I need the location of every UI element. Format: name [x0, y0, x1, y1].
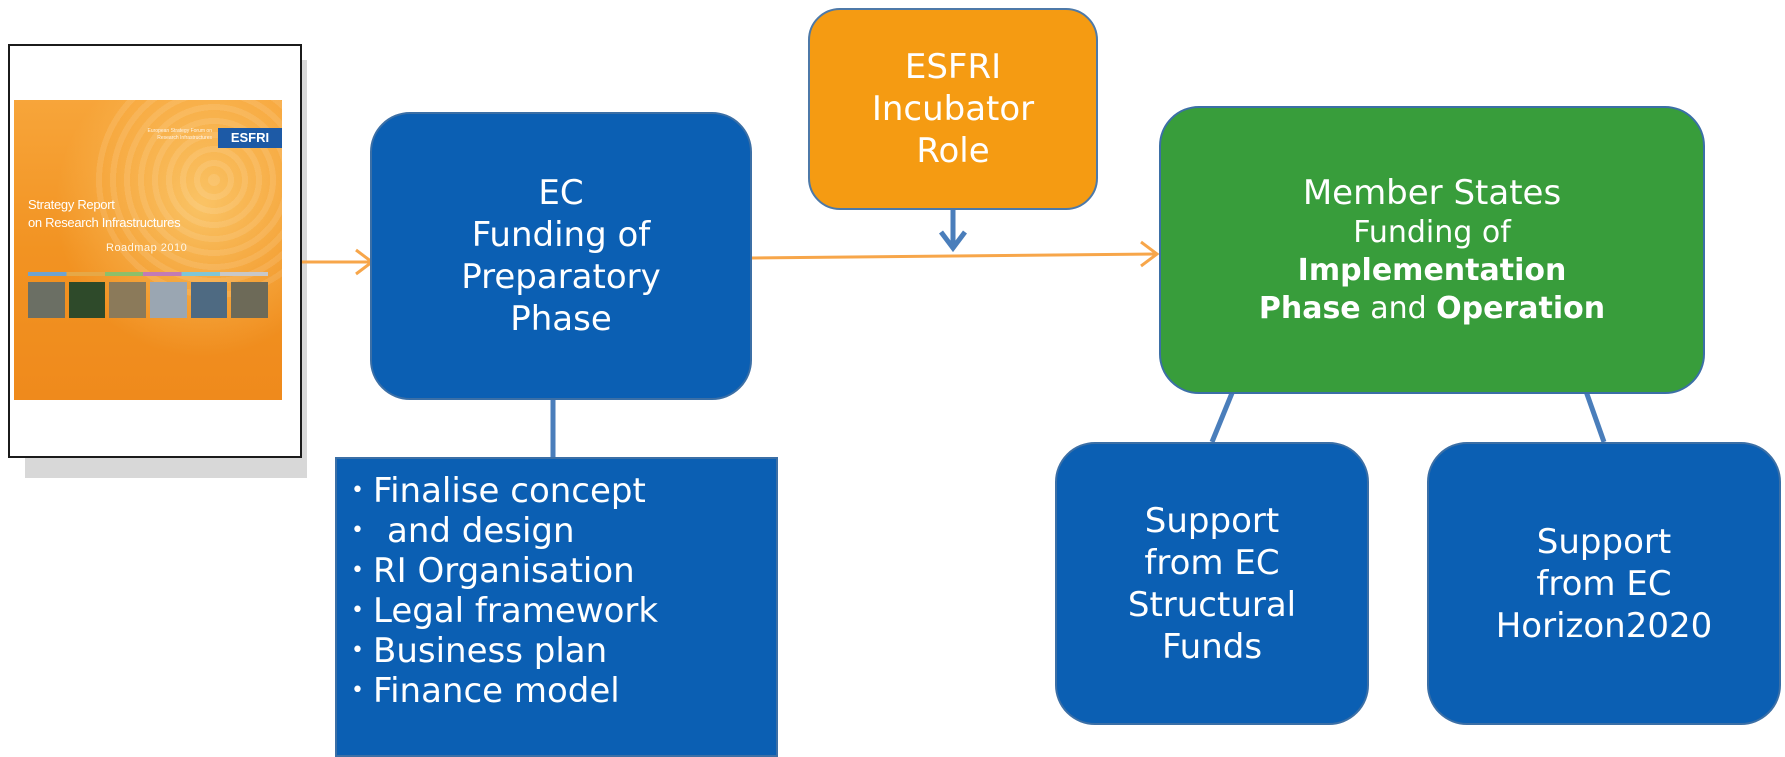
task-item: Legal framework — [351, 591, 776, 631]
cover-title-line2: on Research Infrastructures — [28, 215, 181, 230]
report-cover-art: European Strategy Forum on Research Infr… — [14, 100, 282, 400]
cover-title: Strategy Report on Research Infrastructu… — [28, 196, 181, 232]
ec-line2: Funding of — [471, 215, 651, 255]
horizon2020-box: Support from EC Horizon2020 — [1427, 442, 1781, 725]
cover-photo — [150, 282, 187, 318]
task-item: RI Organisation — [351, 551, 776, 591]
ms-operation: Operation — [1436, 291, 1606, 326]
arrowhead-esfri-down — [939, 230, 967, 253]
cover-small-text: European Strategy Forum on Research Infr… — [147, 128, 212, 141]
ms-line4: Phase and Operation — [1259, 290, 1605, 328]
structural-funds-box: Support from EC Structural Funds — [1055, 442, 1369, 725]
ms-line2: Funding of — [1353, 215, 1511, 250]
esfri-label: ESFRI — [904, 47, 1002, 87]
task-item: Finalise concept — [351, 471, 776, 511]
cover-photo — [231, 282, 269, 318]
ms-phase: Phase — [1258, 291, 1361, 326]
sf-line2: from EC — [1144, 542, 1280, 583]
sf-line1: Support — [1144, 500, 1280, 541]
arrow-ec-to-member-states — [751, 252, 1158, 260]
cover-subtitle: Roadmap 2010 — [106, 242, 188, 254]
preparatory-tasks-box: Finalise concept and design RI Organisat… — [335, 457, 778, 757]
task-item: Finance model — [351, 671, 776, 711]
tasks-list: Finalise concept and design RI Organisat… — [351, 471, 776, 711]
member-states-box: Member States Funding of Implementation … — [1159, 106, 1705, 394]
task-item-continuation: and design — [351, 511, 776, 551]
esfri-incubator-box: ESFRI Incubator Role — [808, 8, 1098, 210]
cover-photo — [28, 282, 65, 318]
esfri-logo: ESFRI — [218, 128, 282, 148]
cover-photo — [68, 282, 106, 318]
ms-implementation: Implementation — [1297, 253, 1567, 288]
ec-line3: Preparatory — [461, 257, 661, 297]
ec-label: EC — [538, 173, 584, 213]
cover-title-line1: Strategy Report — [28, 197, 115, 212]
h2020-line2: from EC — [1536, 563, 1672, 604]
ms-line3: Implementation — [1298, 252, 1567, 290]
cover-photo-strip — [28, 282, 269, 318]
h2020-line1: Support — [1536, 521, 1672, 562]
esfri-line2: Incubator — [871, 89, 1035, 129]
esfri-line3: Role — [916, 131, 990, 171]
cover-photo — [109, 282, 147, 318]
ec-line4: Phase — [510, 299, 612, 339]
sf-line3: Structural — [1127, 584, 1297, 625]
h2020-line3: Horizon2020 — [1495, 605, 1713, 646]
arrowhead-ec-to-member-states — [1140, 240, 1160, 268]
task-item: Business plan — [351, 631, 776, 671]
sf-line4: Funds — [1161, 626, 1263, 667]
ec-funding-box: EC Funding of Preparatory Phase — [370, 112, 752, 400]
ms-label: Member States — [1302, 173, 1562, 213]
task-continuation-text: and design — [387, 511, 575, 551]
ms-and: and — [1360, 291, 1437, 326]
cover-photo — [190, 282, 228, 318]
cover-color-strip — [28, 272, 268, 276]
